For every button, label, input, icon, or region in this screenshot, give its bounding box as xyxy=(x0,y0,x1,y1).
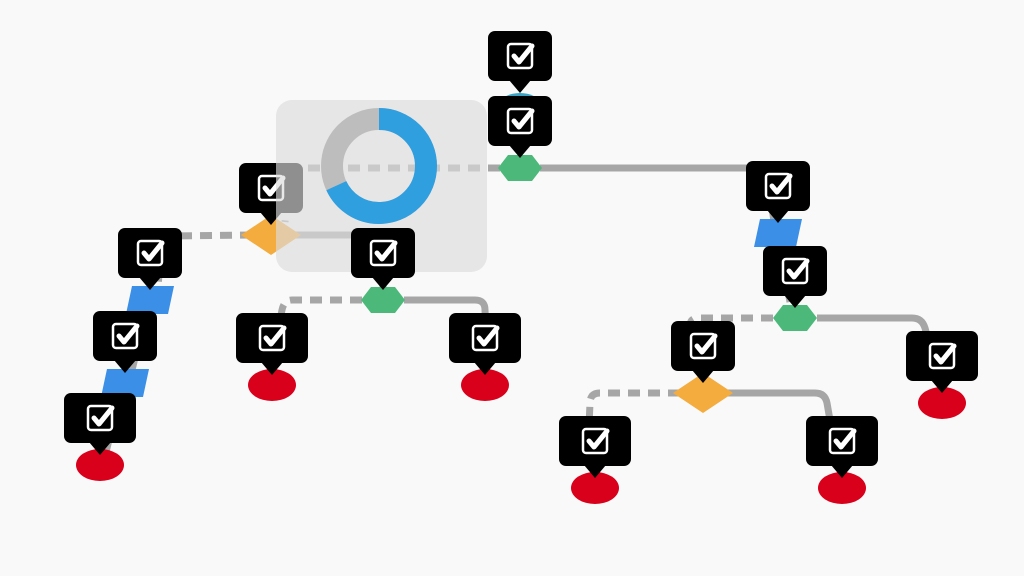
node-n15[interactable] xyxy=(806,416,878,504)
badge-body xyxy=(93,311,157,361)
badge-body xyxy=(449,313,521,363)
badge-pointer xyxy=(767,210,789,223)
task-badge[interactable] xyxy=(236,313,308,375)
checkbox-icon xyxy=(471,324,500,352)
edge-solid xyxy=(817,314,934,347)
donut-overlay-panel xyxy=(276,100,487,272)
task-badge[interactable] xyxy=(746,161,810,223)
checkbox-icon xyxy=(928,342,957,370)
badge-body xyxy=(488,31,552,81)
node-n4[interactable] xyxy=(118,228,182,314)
badge-pointer xyxy=(692,370,714,383)
badge-pointer xyxy=(139,277,161,290)
nodes-front-layer xyxy=(64,31,978,504)
ellipse-node-shape xyxy=(248,369,296,401)
badge-body xyxy=(351,228,415,278)
edge-solid xyxy=(540,164,778,223)
checkbox-icon xyxy=(764,172,793,200)
task-badge[interactable] xyxy=(806,416,878,478)
task-badge[interactable] xyxy=(763,246,827,308)
edge-solid xyxy=(726,389,835,427)
checkbox-icon xyxy=(828,427,857,455)
badge-pointer xyxy=(114,360,136,373)
parallelogram-node-shape xyxy=(101,369,149,397)
badge-body xyxy=(906,331,978,381)
checkbox-icon xyxy=(136,239,165,267)
badge-pointer xyxy=(474,362,496,375)
hexagon-node-shape xyxy=(773,305,817,331)
task-badge[interactable] xyxy=(559,416,631,478)
node-n7[interactable] xyxy=(351,228,415,313)
task-badge[interactable] xyxy=(671,321,735,383)
badge-pointer xyxy=(372,277,394,290)
task-badge[interactable] xyxy=(906,331,978,393)
task-badge[interactable] xyxy=(449,313,521,375)
task-badge[interactable] xyxy=(351,228,415,290)
node-n2[interactable] xyxy=(488,96,552,181)
badge-body xyxy=(118,228,182,278)
badge-pointer xyxy=(584,465,606,478)
node-n12[interactable] xyxy=(671,321,735,413)
node-n8[interactable] xyxy=(236,313,308,401)
badge-body xyxy=(806,416,878,466)
badge-body xyxy=(671,321,735,371)
checkbox-icon xyxy=(369,239,398,267)
task-badge[interactable] xyxy=(64,393,136,455)
node-n13[interactable] xyxy=(906,331,978,419)
checkbox-icon xyxy=(689,332,718,360)
task-badge[interactable] xyxy=(488,31,552,93)
badge-pointer xyxy=(261,362,283,375)
ellipse-node-shape xyxy=(818,472,866,504)
badge-pointer xyxy=(931,380,953,393)
parallelogram-node-shape xyxy=(754,219,802,247)
checkbox-icon xyxy=(111,322,140,350)
checkbox-icon xyxy=(86,404,115,432)
ellipse-node-shape xyxy=(76,449,124,481)
parallelogram-node-shape xyxy=(126,286,174,314)
task-badge[interactable] xyxy=(93,311,157,373)
edge-dashed xyxy=(274,296,362,331)
checkbox-icon xyxy=(258,324,287,352)
badge-body xyxy=(763,246,827,296)
checkbox-icon xyxy=(581,427,610,455)
badge-pointer xyxy=(784,295,806,308)
badge-body xyxy=(746,161,810,211)
task-badge[interactable] xyxy=(488,96,552,158)
task-badge[interactable] xyxy=(118,228,182,290)
hexagon-node-shape xyxy=(498,155,542,181)
edge-solid xyxy=(404,296,490,334)
ellipse-node-shape xyxy=(918,387,966,419)
ellipse-node-shape xyxy=(461,369,509,401)
node-n10[interactable] xyxy=(746,161,810,247)
ellipse-node-shape xyxy=(571,472,619,504)
node-n6[interactable] xyxy=(64,393,136,481)
checkbox-icon xyxy=(506,42,535,70)
donut-value-arc xyxy=(321,108,437,224)
badge-pointer xyxy=(509,145,531,158)
node-n9[interactable] xyxy=(449,313,521,401)
node-n5[interactable] xyxy=(93,311,157,397)
diamond-node-shape xyxy=(673,373,733,413)
badge-pointer xyxy=(509,80,531,93)
edge-dashed xyxy=(585,389,680,427)
checkbox-icon xyxy=(506,107,535,135)
node-n11[interactable] xyxy=(763,246,827,331)
badge-body xyxy=(236,313,308,363)
badge-body xyxy=(488,96,552,146)
node-n14[interactable] xyxy=(559,416,631,504)
badge-pointer xyxy=(831,465,853,478)
badge-body xyxy=(64,393,136,443)
checkbox-icon xyxy=(781,257,810,285)
badge-pointer xyxy=(89,442,111,455)
badge-body xyxy=(559,416,631,466)
hexagon-node-shape xyxy=(361,287,405,313)
